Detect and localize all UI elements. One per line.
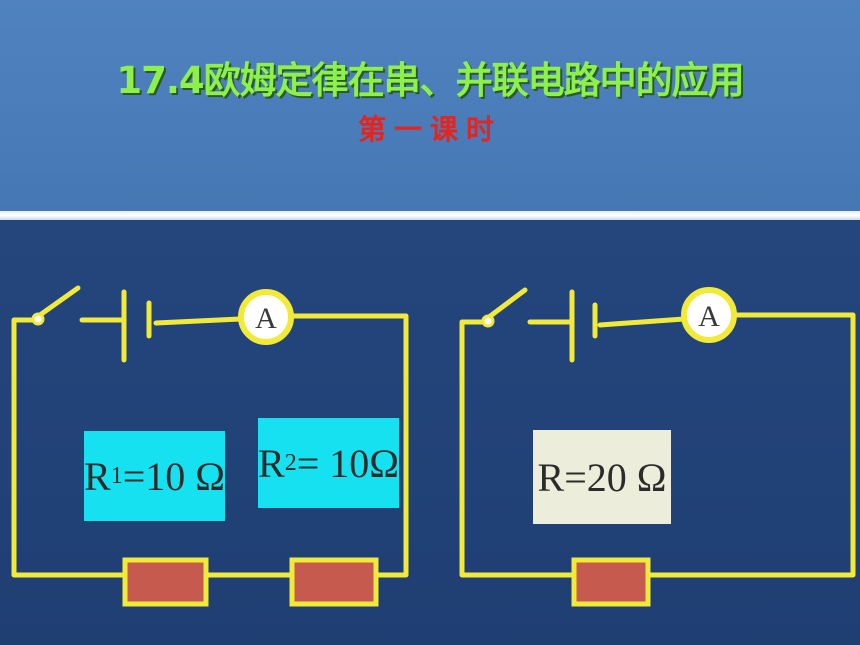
series-switch-pivot: [31, 312, 45, 326]
single-ammeter-symbol: A: [698, 300, 720, 333]
r1-prefix: R: [84, 453, 111, 499]
series-battery-to-ammeter-wire: [153, 316, 243, 326]
series-resistor-1: [122, 557, 209, 607]
r2-prefix: R: [258, 440, 285, 486]
circuit-diagrams: A A: [11, 285, 856, 607]
slide-subtitle: 第一课时: [357, 113, 502, 146]
single-switch-blade: [486, 287, 528, 320]
series-ammeter-to-right-wire: [289, 313, 409, 578]
series-resistor-2: [289, 557, 379, 607]
series-ammeter-symbol: A: [255, 302, 277, 335]
single-circuit: [459, 287, 856, 578]
series-switch-blade: [37, 285, 81, 318]
r1-subscript: 1: [110, 462, 123, 489]
series-ammeter: [238, 289, 294, 345]
slide-header: [0, 0, 860, 212]
single-resistor: [571, 557, 651, 607]
single-battery-to-ammeter-wire: [597, 316, 687, 328]
r1-value: =10 Ω: [122, 453, 225, 499]
r-prefix: R: [537, 454, 565, 500]
header-divider: [0, 211, 860, 220]
resistor-label-r: R =20 Ω: [533, 430, 671, 524]
series-left-wire: [11, 317, 128, 578]
r-value: =20 Ω: [564, 454, 667, 500]
single-ammeter: [681, 287, 737, 343]
r2-value: = 10Ω: [296, 440, 399, 486]
series-circuit: [11, 285, 409, 578]
single-left-wire: [459, 319, 577, 578]
single-switch-pivot: [481, 314, 495, 328]
single-ammeter-to-right-wire: [731, 312, 856, 578]
slide-title: 17.4欧姆定律在串、并联电路中的应用: [116, 59, 744, 102]
r2-subscript: 2: [284, 449, 297, 476]
